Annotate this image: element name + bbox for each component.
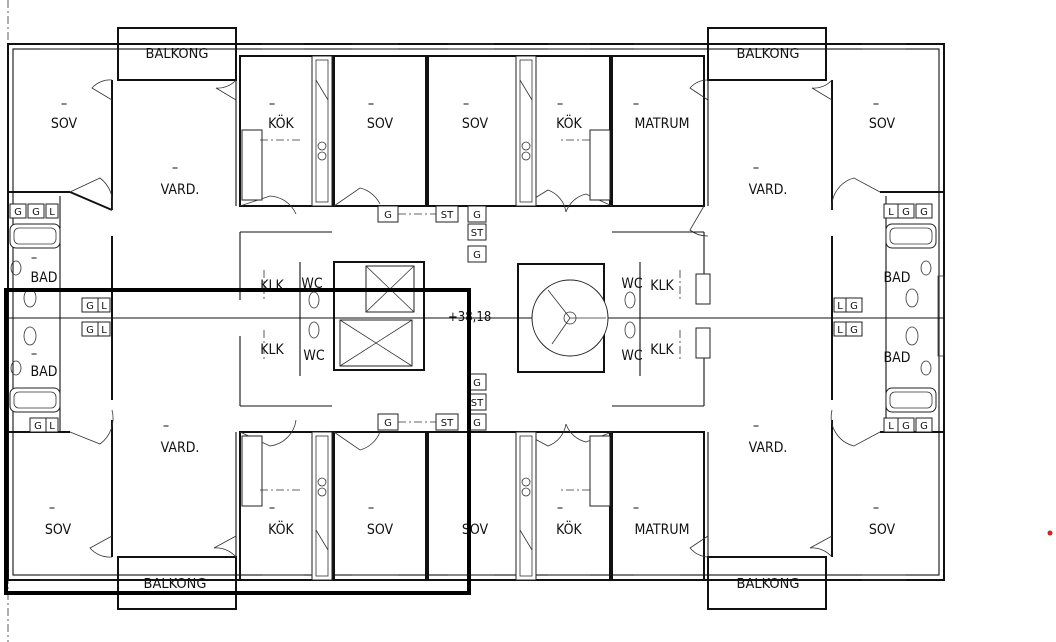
selection-frame[interactable] — [4, 288, 471, 595]
g: G — [86, 325, 94, 336]
g: G — [473, 418, 481, 429]
label-sov-8: SOV — [869, 522, 896, 538]
room-labels: BALKONG BALKONG BALKONG BALKONG – SOV – … — [31, 47, 911, 592]
dash: – — [49, 500, 55, 516]
label-sov-7: SOV — [462, 522, 489, 538]
label-balkong-bl: BALKONG — [144, 577, 207, 592]
label-sov-5: SOV — [45, 522, 72, 538]
l: L — [888, 421, 894, 432]
label-matrum-1: MATRUM — [635, 116, 690, 132]
label-vard-3: VARD. — [161, 440, 200, 456]
label-balkong-tr: BALKONG — [737, 47, 800, 62]
label-bad-4: BAD — [884, 350, 911, 366]
g: G — [473, 210, 481, 221]
label-sov-3: SOV — [462, 116, 489, 132]
dash: – — [873, 96, 879, 112]
g: G — [384, 210, 392, 221]
label-vard-4: VARD. — [749, 440, 788, 456]
label-kok-3: KÖK — [268, 520, 294, 538]
bathroom-fixtures — [9, 223, 937, 413]
label-sov-1: SOV — [51, 116, 78, 132]
dash: – — [163, 418, 169, 434]
g: G — [850, 325, 858, 336]
g: G — [32, 207, 40, 218]
dash: – — [633, 96, 639, 112]
label-klk-3: KLK — [260, 342, 284, 358]
g: G — [473, 250, 481, 261]
label-sov-4: SOV — [869, 116, 896, 132]
label-wc-4: WC — [621, 348, 642, 364]
label-klk-4: KLK — [650, 342, 674, 358]
l: L — [837, 301, 843, 312]
g: G — [473, 378, 481, 389]
g: G — [902, 207, 910, 218]
dash: – — [368, 500, 374, 516]
label-kok-2: KÖK — [556, 114, 582, 132]
label-wc-2: WC — [621, 276, 642, 292]
g: G — [920, 207, 928, 218]
label-sov-2: SOV — [367, 116, 394, 132]
g: G — [902, 421, 910, 432]
door-swings — [69, 79, 881, 558]
balcony-bottom-right — [707, 556, 827, 610]
dash: – — [31, 250, 37, 266]
l: L — [837, 325, 843, 336]
kitchen-counters — [241, 55, 611, 581]
balcony-top-left — [117, 27, 237, 81]
dash: – — [753, 418, 759, 434]
dash: – — [753, 160, 759, 176]
storage-letters: G ST G ST G G ST G ST G G G L G L G L G … — [14, 207, 928, 432]
g: G — [920, 421, 928, 432]
st: ST — [441, 210, 454, 221]
dash: – — [368, 96, 374, 112]
label-wc-3: WC — [303, 348, 324, 364]
balconies — [117, 27, 827, 610]
dash: – — [557, 500, 563, 516]
g: G — [14, 207, 22, 218]
l: L — [101, 325, 107, 336]
dash: – — [633, 500, 639, 516]
dash: – — [269, 96, 275, 112]
l: L — [888, 207, 894, 218]
dash: – — [557, 96, 563, 112]
balcony-top-right — [707, 27, 827, 81]
l: L — [101, 301, 107, 312]
st: ST — [471, 228, 484, 239]
label-sov-6: SOV — [367, 522, 394, 538]
dash: – — [31, 346, 37, 362]
marker-dot — [1047, 530, 1053, 536]
g: G — [86, 301, 94, 312]
label-balkong-br: BALKONG — [737, 577, 800, 592]
g: G — [384, 418, 392, 429]
label-vard-2: VARD. — [749, 182, 788, 198]
label-matrum-2: MATRUM — [635, 522, 690, 538]
label-kok-4: KÖK — [556, 520, 582, 538]
label-klk-2: KLK — [650, 278, 674, 294]
label-bad-3: BAD — [31, 364, 58, 380]
dash: – — [269, 500, 275, 516]
st: ST — [471, 398, 484, 409]
storage-boxes — [9, 203, 933, 433]
st: ST — [441, 418, 454, 429]
label-vard-1: VARD. — [161, 182, 200, 198]
balcony-bottom-left — [117, 556, 237, 610]
label-kok-1: KÖK — [268, 114, 294, 132]
label-bad-1: BAD — [31, 270, 58, 286]
label-bad-2: BAD — [884, 270, 911, 286]
g: G — [850, 301, 858, 312]
l: L — [49, 421, 55, 432]
dash: – — [172, 160, 178, 176]
dash: – — [463, 96, 469, 112]
dash: – — [61, 96, 67, 112]
l: L — [49, 207, 55, 218]
dash: – — [873, 500, 879, 516]
g: G — [34, 421, 42, 432]
label-balkong-tl: BALKONG — [146, 47, 209, 62]
